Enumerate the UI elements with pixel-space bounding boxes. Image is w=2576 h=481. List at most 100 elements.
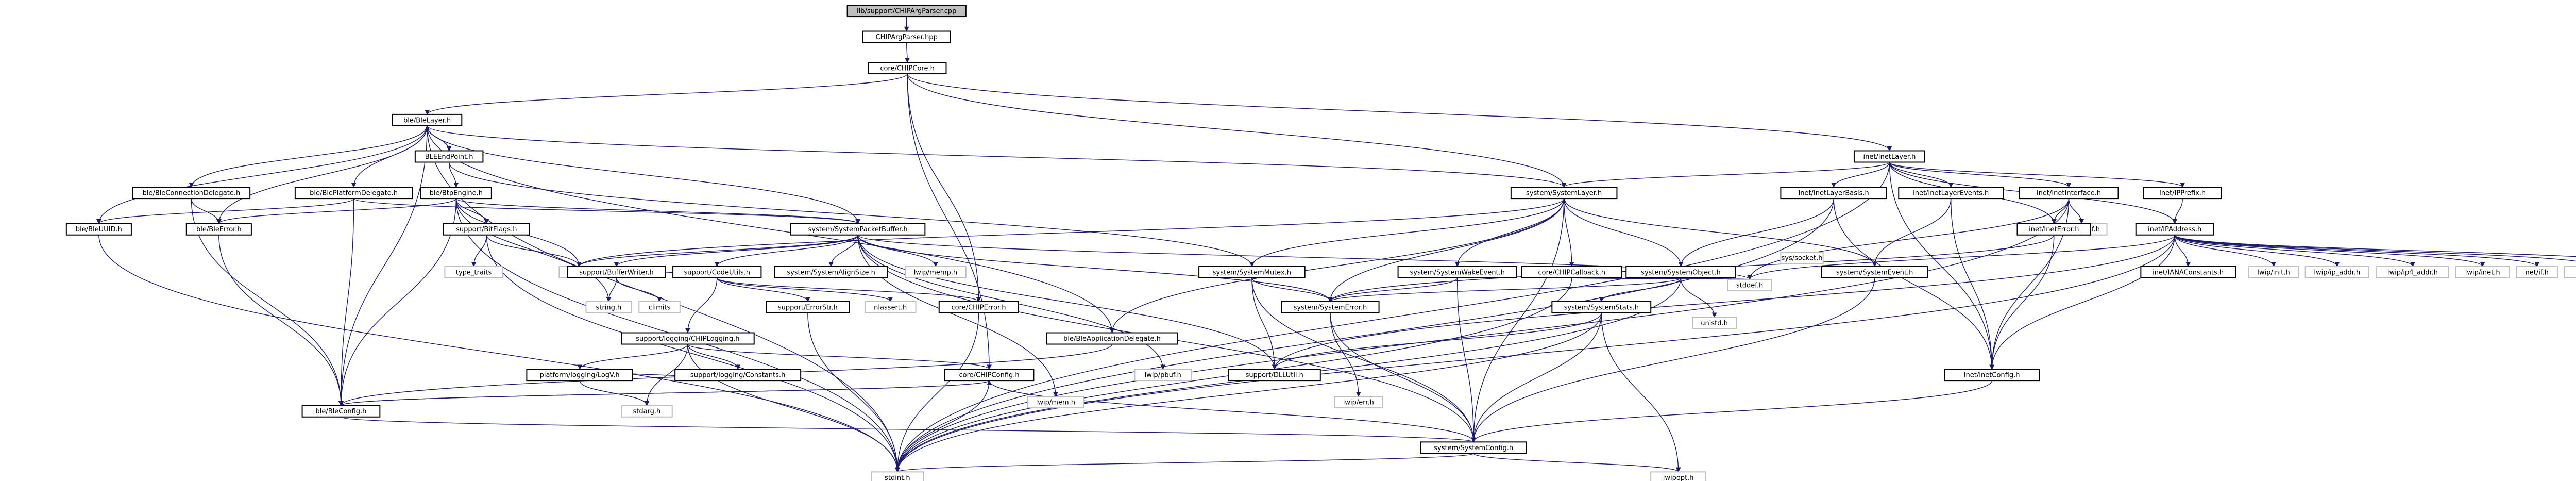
graph-node-lwipinit: lwip/init.h bbox=[2248, 266, 2299, 278]
node-label: lwip/init.h bbox=[2257, 269, 2290, 276]
graph-node-loggingconstants[interactable]: support/logging/Constants.h bbox=[674, 369, 802, 382]
graph-node-platformlogging[interactable]: platform/logging/LogV.h bbox=[526, 369, 633, 382]
node-box bbox=[301, 405, 381, 418]
graph-node-inetlayer[interactable]: inet/InetLayer.h bbox=[1853, 150, 1925, 163]
node-box bbox=[2135, 223, 2214, 236]
graph-node-chiperror[interactable]: core/CHIPError.h bbox=[938, 301, 1019, 314]
graph-node-blelayer[interactable]: ble/BleLayer.h bbox=[392, 113, 463, 126]
node-label: ble/BleError.h bbox=[196, 226, 242, 234]
graph-node-systemwakeevent[interactable]: system/SystemWakeEvent.h bbox=[1397, 266, 1517, 278]
node-box bbox=[1780, 252, 1824, 264]
graph-node-root[interactable]: lib/support/CHIPArgParser.cpp bbox=[846, 5, 967, 18]
include-edge bbox=[1833, 198, 1995, 370]
graph-node-argparser[interactable]: CHIPArgParser.hpp bbox=[862, 30, 951, 43]
include-edge bbox=[2174, 235, 2340, 267]
graph-node-chipconfig[interactable]: core/CHIPConfig.h bbox=[944, 369, 1035, 382]
graph-node-bleendpoint[interactable]: BLEEndPoint.h bbox=[414, 150, 484, 163]
graph-node-btpengine[interactable]: ble/BtpEngine.h bbox=[420, 187, 492, 200]
node-label: system/SystemMutex.h bbox=[1213, 269, 1291, 276]
node-label: system/SystemError.h bbox=[1294, 304, 1367, 312]
graph-node-bleappdelegate[interactable]: ble/BleApplicationDelegate.h bbox=[1046, 332, 1178, 345]
node-label: stdint.h bbox=[885, 474, 910, 481]
graph-node-ipprefix[interactable]: inet/IPPrefix.h bbox=[2143, 187, 2222, 200]
graph-node-ianaconstants[interactable]: inet/IANAConstants.h bbox=[2140, 266, 2236, 278]
graph-node-chipcallback[interactable]: core/CHIPCallback.h bbox=[1521, 266, 1623, 278]
node-label: lib/support/CHIPArgParser.cpp bbox=[857, 8, 956, 15]
graph-node-ineterror[interactable]: inet/InetError.h bbox=[2016, 223, 2092, 236]
node-box bbox=[2304, 266, 2370, 278]
include-edge bbox=[2174, 235, 2191, 267]
node-label: core/CHIPError.h bbox=[952, 304, 1006, 312]
include-edge bbox=[216, 198, 457, 224]
include-edge bbox=[1471, 380, 1992, 443]
graph-node-inetconfig[interactable]: inet/InetConfig.h bbox=[1944, 369, 2040, 382]
graph-node-systempacketbuffer[interactable]: system/SystemPacketBuffer.h bbox=[790, 223, 926, 236]
graph-node-systemerror[interactable]: system/SystemError.h bbox=[1281, 301, 1380, 314]
graph-node-inetlayerevents[interactable]: inet/InetLayerEvents.h bbox=[1898, 187, 2004, 200]
graph-node-lwipopt: lwipopt.h bbox=[1650, 471, 1707, 481]
include-edge bbox=[1330, 313, 1477, 443]
graph-node-inetlayerbasis[interactable]: inet/InetLayerBasis.h bbox=[1780, 187, 1887, 200]
graph-node-systemconfig[interactable]: system/SystemConfig.h bbox=[1420, 441, 1528, 454]
graph-node-systemstats[interactable]: system/SystemStats.h bbox=[1551, 301, 1652, 314]
graph-node-systemmutex[interactable]: system/SystemMutex.h bbox=[1198, 266, 1306, 278]
include-edge bbox=[717, 277, 810, 302]
node-label: core/CHIPCore.h bbox=[880, 65, 935, 73]
include-edge bbox=[455, 198, 612, 302]
graph-node-bleerror[interactable]: ble/BleError.h bbox=[185, 223, 252, 236]
node-box bbox=[672, 266, 762, 278]
include-edge bbox=[687, 343, 992, 370]
include-edge bbox=[341, 417, 1476, 443]
include-edge bbox=[614, 235, 858, 267]
graph-node-systemevent[interactable]: system/SystemEvent.h bbox=[1821, 266, 1928, 278]
include-edge bbox=[1251, 277, 1333, 302]
node-label: type_traits bbox=[456, 269, 492, 276]
node-label: climits bbox=[649, 304, 671, 312]
node-label: system/SystemEvent.h bbox=[1836, 269, 1913, 276]
include-edge bbox=[1328, 277, 1458, 302]
include-edge bbox=[2174, 235, 2485, 267]
include-edge bbox=[191, 198, 344, 406]
graph-node-codeutils[interactable]: support/CodeUtils.h bbox=[672, 266, 762, 278]
graph-node-systemlayer[interactable]: system/SystemLayer.h bbox=[1510, 187, 1618, 200]
node-box bbox=[674, 369, 802, 382]
graph-node-ipaddress[interactable]: inet/IPAddress.h bbox=[2135, 223, 2214, 236]
include-edge bbox=[1950, 198, 1995, 370]
graph-node-systemalignsize[interactable]: system/SystemAlignSize.h bbox=[774, 266, 888, 278]
graph-node-bleplatformdelegate[interactable]: ble/BlePlatformDelegate.h bbox=[294, 187, 413, 200]
graph-node-chipcore[interactable]: core/CHIPCore.h bbox=[868, 62, 947, 75]
graph-node-bleconfig[interactable]: ble/BleConfig.h bbox=[301, 405, 381, 418]
graph-node-lwipmemp: lwip/memp.h bbox=[904, 266, 967, 278]
include-edge bbox=[2172, 198, 2183, 224]
include-edge bbox=[2174, 235, 2276, 267]
graph-node-chiplogging[interactable]: support/logging/CHIPLogging.h bbox=[621, 332, 755, 345]
node-label: inet/IPAddress.h bbox=[2148, 226, 2201, 234]
graph-node-systemobject[interactable]: system/SystemObject.h bbox=[1625, 266, 1736, 278]
node-label: unistd.h bbox=[1701, 320, 1728, 327]
node-label: lwip/memp.h bbox=[914, 269, 957, 276]
node-label: BLEEndPoint.h bbox=[425, 153, 473, 161]
graph-node-bleuuid[interactable]: ble/BleUUID.h bbox=[65, 223, 132, 236]
node-label: ble/BtpEngine.h bbox=[430, 190, 483, 197]
include-edge bbox=[907, 74, 981, 302]
graph-node-dlluitl[interactable]: support/DLLUtil.h bbox=[1228, 369, 1321, 382]
graph-node-bitflags[interactable]: support/BitFlags.h bbox=[443, 223, 530, 236]
node-box bbox=[862, 30, 951, 43]
node-box bbox=[65, 223, 132, 236]
graph-node-inetinterface[interactable]: inet/InetInterface.h bbox=[2019, 187, 2119, 200]
include-edge bbox=[2174, 235, 2539, 267]
include-edge bbox=[338, 125, 428, 406]
graph-node-errorstr[interactable]: support/ErrorStr.h bbox=[765, 301, 850, 314]
node-label: string.h bbox=[596, 304, 622, 312]
graph-node-bufferwriter[interactable]: support/BufferWriter.h bbox=[567, 266, 666, 278]
include-edge bbox=[895, 380, 990, 473]
node-box bbox=[2143, 187, 2222, 200]
node-label: lwip/err.h bbox=[1343, 399, 1374, 407]
node-box bbox=[638, 301, 681, 314]
node-label: system/SystemWakeEvent.h bbox=[1410, 269, 1505, 276]
graph-node-bleconndelegate[interactable]: ble/BleConnectionDelegate.h bbox=[132, 187, 251, 200]
include-edge bbox=[191, 198, 222, 224]
node-label: inet/InetError.h bbox=[2029, 226, 2079, 234]
node-label: inet/InetInterface.h bbox=[2037, 190, 2101, 197]
node-label: inet/InetLayerBasis.h bbox=[1799, 190, 1869, 197]
